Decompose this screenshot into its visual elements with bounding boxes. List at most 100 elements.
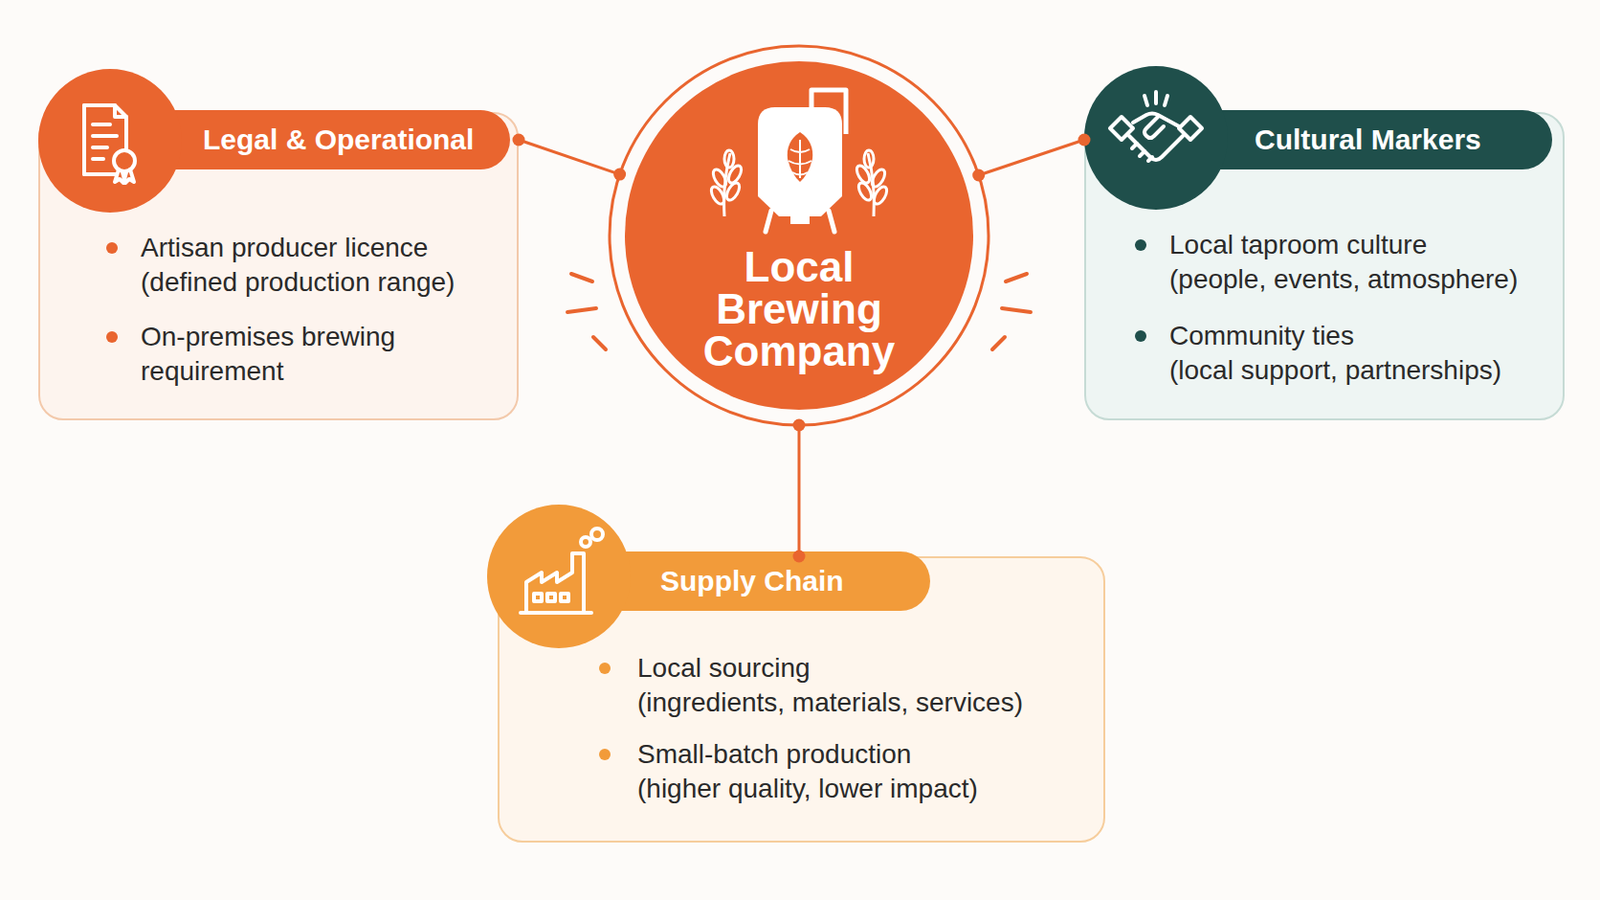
bullet-list: Local taproom culture (people, events, a… xyxy=(1169,227,1534,410)
text-line: Local taproom culture xyxy=(1169,227,1534,263)
thumb xyxy=(1144,116,1164,138)
tank-body xyxy=(757,107,843,217)
handshake-badge xyxy=(1084,66,1228,210)
lower-hand xyxy=(1129,135,1183,160)
sparkle-lines xyxy=(1144,91,1168,106)
bullet-text: Artisan producer licence (defined produc… xyxy=(140,230,467,300)
bullet-text: Small-batch production (higher quality, … xyxy=(637,736,1059,806)
bullet-dot xyxy=(106,331,118,343)
bullet-item: Local taproom culture (people, events, a… xyxy=(1169,227,1534,297)
document-edge xyxy=(82,105,87,175)
hub-title: Local Brewing Company xyxy=(688,245,910,373)
connector-dot xyxy=(1078,133,1091,147)
connector-dot xyxy=(793,419,806,432)
connector-group xyxy=(972,133,1090,182)
hub-ring xyxy=(609,45,989,425)
bullet-dot xyxy=(1134,330,1147,342)
hub-text-box: Local Brewing Company xyxy=(688,245,910,373)
hub-circle: Local Brewing Company xyxy=(624,61,974,410)
wheat-stem xyxy=(724,153,731,217)
brew-tank-icon xyxy=(757,89,846,232)
bullet-item: Local sourcing (ingredients, materials, … xyxy=(637,650,1059,720)
tank-legs xyxy=(765,210,835,232)
bullet-dot xyxy=(599,748,611,760)
bullet-dot xyxy=(106,242,118,254)
wheat-grain xyxy=(711,167,730,189)
wheat-grain xyxy=(871,184,890,206)
sunburst-dash xyxy=(1001,308,1031,312)
category-card: Legal & OperationalArtisan producer lice… xyxy=(38,111,519,421)
connector xyxy=(518,139,621,175)
sunburst-dash xyxy=(567,308,597,312)
document-fold xyxy=(114,105,127,117)
document-outline xyxy=(84,105,127,175)
wheat-grain xyxy=(724,150,734,168)
factory-window xyxy=(533,593,542,601)
factory-window xyxy=(560,593,569,601)
document-lines xyxy=(92,124,117,159)
badge-circle xyxy=(487,504,631,648)
bullet-list: Artisan producer licence (defined produc… xyxy=(140,230,467,409)
factory-icon xyxy=(520,528,603,613)
bullet-item: Small-batch production (higher quality, … xyxy=(637,736,1059,806)
badge-circle xyxy=(1084,66,1228,210)
text-line: Community ties xyxy=(1169,318,1534,354)
sunburst-dashes xyxy=(567,273,1031,350)
right-cuff xyxy=(1178,116,1202,140)
factory-outline xyxy=(526,553,584,613)
text-line: (ingredients, materials, services) xyxy=(637,685,1059,720)
wheat-grain xyxy=(724,180,743,202)
sunburst-dash xyxy=(571,273,593,282)
card-heading: Cultural Markers xyxy=(1208,110,1553,170)
bullet-item: Community ties (local support, partnersh… xyxy=(1169,318,1534,388)
sunburst-dash xyxy=(593,336,606,350)
hop-cone xyxy=(787,132,813,182)
factory-badge xyxy=(487,504,631,648)
bullet-item: Artisan producer licence (defined produc… xyxy=(140,230,467,300)
smoke-puff xyxy=(580,536,591,547)
connector-dot xyxy=(793,550,806,563)
wheat-grain xyxy=(709,184,728,206)
badge-circle xyxy=(38,68,182,213)
text-line: (people, events, atmosphere) xyxy=(1169,262,1534,297)
card-heading: Supply Chain xyxy=(612,551,931,611)
bullet-text: On-premises brewing requirement xyxy=(140,319,467,389)
connector-dot xyxy=(613,168,626,181)
left-cuff xyxy=(1110,116,1134,140)
wheat-grain xyxy=(726,163,745,185)
sunburst-dash xyxy=(992,336,1005,350)
bullet-text: Local sourcing (ingredients, materials, … xyxy=(637,650,1059,720)
connector xyxy=(978,139,1085,176)
factory-window xyxy=(547,593,556,601)
tank-valve xyxy=(790,216,810,224)
upper-hand xyxy=(1133,113,1179,128)
document-badge xyxy=(38,68,182,213)
wheat-grain xyxy=(856,180,875,202)
wheat-right xyxy=(854,150,890,217)
connector xyxy=(798,424,801,556)
text-line: Artisan producer licence xyxy=(140,230,467,266)
seal-circle xyxy=(113,150,135,172)
wheat-grain xyxy=(869,167,889,189)
document-icon xyxy=(84,105,135,183)
text-line: Small-batch production xyxy=(637,736,1059,772)
bullet-dot xyxy=(599,662,611,674)
tank-pipe xyxy=(811,89,846,134)
handshake-icon xyxy=(1110,91,1202,161)
wheat-left xyxy=(709,150,745,217)
hub-fill xyxy=(624,61,974,410)
wheat-stem xyxy=(867,153,874,217)
text-line: (defined production range) xyxy=(140,265,467,300)
ground-line xyxy=(520,610,592,615)
bullet-text: Local taproom culture (people, events, a… xyxy=(1169,227,1534,297)
bullet-list: Local sourcing (ingredients, materials, … xyxy=(637,650,1059,823)
wheat-grain xyxy=(864,150,874,168)
text-line: (higher quality, lower impact) xyxy=(637,771,1059,806)
category-card: Supply ChainLocal sourcing (ingredients,… xyxy=(497,555,1106,843)
category-card: Cultural MarkersLocal taproom culture (p… xyxy=(1084,111,1565,421)
bullet-item: On-premises brewing requirement xyxy=(140,319,467,389)
card-heading: Legal & Operational xyxy=(162,110,511,170)
